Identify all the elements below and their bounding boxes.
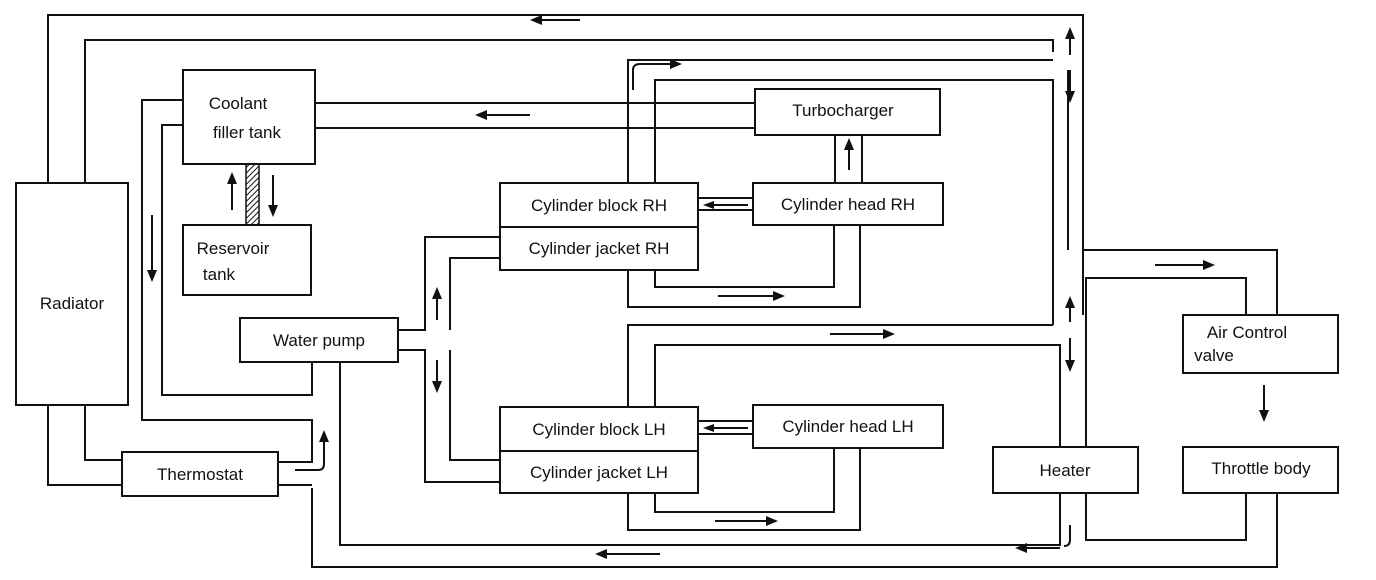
pipe-radiator-thermostat — [84, 405, 122, 461]
arrow-up-icon — [844, 138, 854, 170]
arrow-updown-icon — [1065, 296, 1075, 372]
arrow-left-icon — [595, 549, 660, 559]
cylinder-jacket-lh-label: Cylinder jacket LH — [530, 463, 668, 482]
thermostat-label: Thermostat — [157, 465, 243, 484]
arrow-updown-icon — [1065, 27, 1075, 103]
pipe-lh-outer — [627, 324, 1053, 410]
reservoir-tank-label-1: Reservoir — [197, 239, 270, 258]
pipe-lh-outer-down — [627, 448, 861, 531]
pipe-turbo-head-rh — [834, 135, 863, 185]
cylinder-block-rh: Cylinder block RH — [499, 182, 699, 228]
arrow-down-icon — [268, 175, 278, 217]
arrow-right-icon — [715, 516, 778, 526]
arrow-up-icon — [295, 430, 329, 471]
cylinder-head-rh: Cylinder head RH — [752, 182, 944, 226]
throttle-body: Throttle body — [1182, 446, 1339, 494]
arrow-left-icon — [1063, 525, 1071, 547]
pipe-heater-right — [1085, 277, 1247, 447]
pipe-lh-inner-down — [654, 448, 835, 513]
arrow-right-icon — [1155, 260, 1215, 270]
heater: Heater — [992, 446, 1139, 494]
heater-label: Heater — [1039, 461, 1090, 480]
pipe-pump-jacket-lh-inner — [449, 350, 503, 461]
air-control-valve-label-2: valve — [1194, 346, 1234, 365]
pipe-pump-jacket-lh — [398, 349, 503, 483]
cylinder-jacket-rh-label: Cylinder jacket RH — [529, 239, 670, 258]
cylinder-head-lh-label: Cylinder head LH — [782, 417, 913, 436]
arrow-updown-icon — [432, 287, 442, 393]
pipe-radiator-bottom — [47, 405, 122, 486]
pipe-top-outer — [47, 14, 1278, 315]
pipe-block-head-lh — [698, 420, 753, 435]
arrow-right-icon — [830, 329, 895, 339]
arrow-left-icon — [475, 110, 530, 120]
reservoir-tank-label-2: tank — [203, 265, 236, 284]
arrow-left-icon — [703, 201, 748, 209]
pipe-filler-left-inner — [161, 124, 313, 396]
cylinder-head-rh-label: Cylinder head RH — [781, 195, 915, 214]
pipe-pump-jacket-rh-inner — [449, 257, 503, 330]
reservoir-tank: Reservoir tank — [182, 224, 312, 296]
cylinder-block-rh-label: Cylinder block RH — [531, 196, 667, 215]
arrow-right-icon — [718, 291, 785, 301]
arrow-down-icon — [1259, 385, 1269, 422]
pipe-rh-outer-down — [627, 225, 861, 308]
radiator-label: Radiator — [40, 294, 105, 313]
pipe-rh-inner-down — [654, 225, 835, 288]
pipe-pump-jacket-rh — [398, 236, 503, 331]
water-pump: Water pump — [239, 317, 399, 363]
cylinder-jacket-rh: Cylinder jacket RH — [499, 226, 699, 271]
arrow-down-icon — [147, 215, 157, 282]
cylinder-block-lh: Cylinder block LH — [499, 406, 699, 452]
coolant-filler-tank-label-2: filler tank — [213, 123, 282, 142]
arrow-left-icon — [530, 15, 580, 25]
air-control-valve: Air Control valve — [1182, 314, 1339, 374]
cylinder-block-lh-label: Cylinder block LH — [532, 420, 665, 439]
pipe-filler-left-outer — [141, 99, 313, 463]
pipe-group — [47, 14, 1278, 568]
hatched-connector — [245, 162, 260, 226]
air-control-valve-label-1: Air Control — [1207, 323, 1287, 342]
cylinder-head-lh: Cylinder head LH — [752, 404, 944, 449]
pipe-top-inner — [84, 39, 1054, 183]
flow-arrows — [147, 15, 1269, 559]
arrow-up-icon — [227, 172, 237, 210]
coolant-filler-tank: Coolant filler tank — [182, 69, 316, 165]
radiator: Radiator — [15, 182, 129, 406]
turbocharger: Turbocharger — [754, 88, 941, 136]
throttle-body-label: Throttle body — [1211, 459, 1311, 478]
coolant-filler-tank-label-1: Coolant — [209, 94, 268, 113]
arrow-left-icon — [703, 424, 748, 432]
cylinder-jacket-lh: Cylinder jacket LH — [499, 450, 699, 494]
pipe-lh-inner — [654, 344, 1061, 447]
thermostat: Thermostat — [121, 451, 279, 497]
water-pump-label: Water pump — [273, 331, 365, 350]
pipe-rh-outer — [627, 59, 1053, 183]
pipe-block-head-rh — [698, 197, 753, 211]
pipe-rh-inner — [654, 79, 1054, 325]
pipe-bottom-heater-return — [1085, 490, 1247, 541]
pipe-bottom-inner — [339, 358, 1061, 546]
arrow-left-icon — [1015, 543, 1060, 553]
pipe-bottom-outer — [311, 488, 1278, 568]
turbocharger-label: Turbocharger — [792, 101, 894, 120]
arrow-right-icon — [632, 59, 682, 90]
